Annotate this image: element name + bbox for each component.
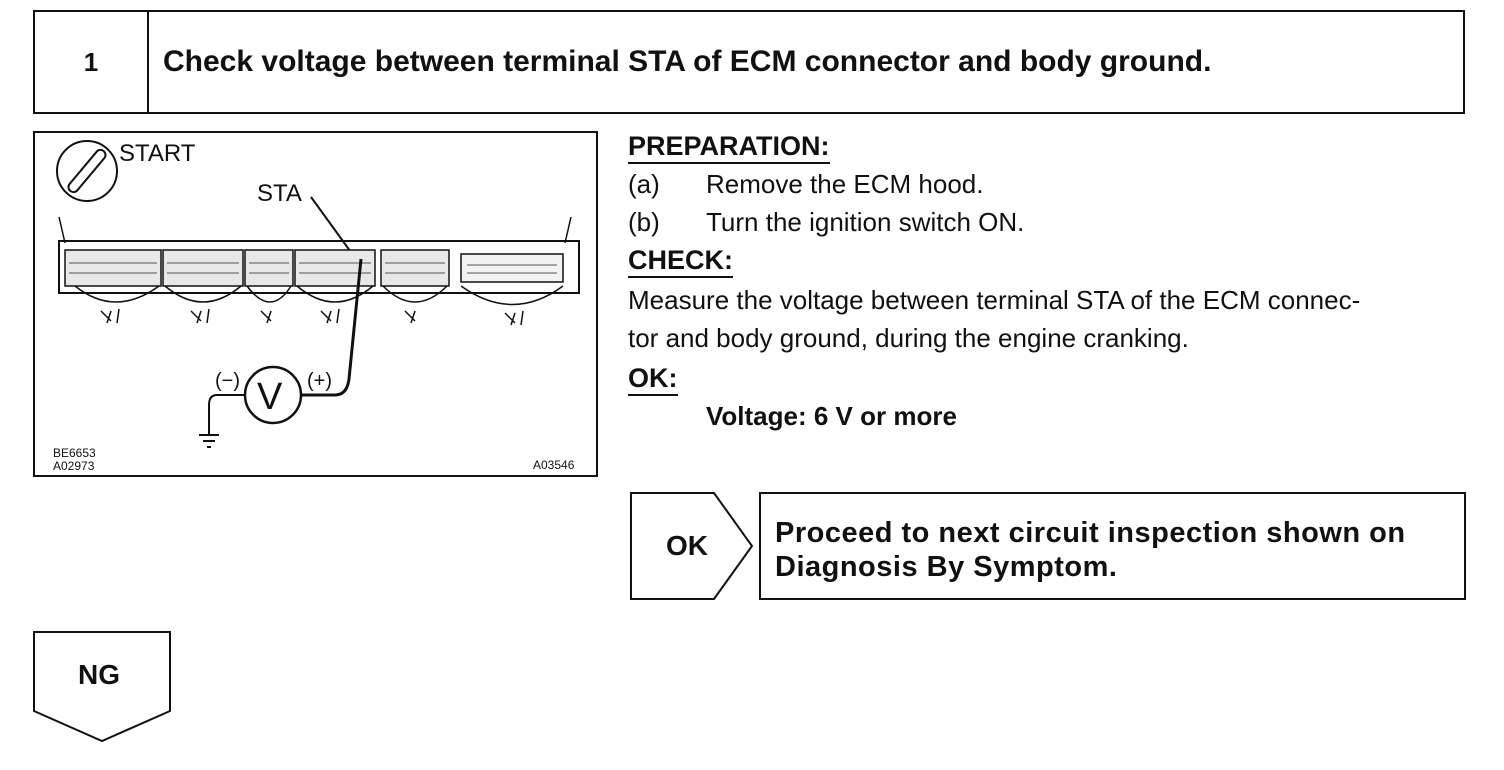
- preparation-step: (a)Remove the ECM hood.: [628, 169, 984, 199]
- positive-probe-label: (+): [307, 370, 332, 392]
- ecm-connector-diagram: START STA V (−) (+) BE6653 A02973: [33, 131, 598, 477]
- ok-spec: Voltage: 6 V or more: [706, 401, 957, 431]
- start-label: START: [119, 140, 196, 167]
- ok-result-box: Proceed to next circuit inspection shown…: [759, 492, 1466, 600]
- preparation-heading: PREPARATION:: [628, 130, 830, 164]
- ok-result-line-1: Proceed to next circuit inspection shown…: [775, 517, 1406, 549]
- ok-result-tag: OK: [630, 492, 754, 600]
- figure-code-1: BE6653: [53, 446, 96, 460]
- check-text-line-1: Measure the voltage between terminal STA…: [628, 285, 1361, 315]
- ecm-connector-icon: [58, 216, 580, 326]
- voltmeter-icon: V: [199, 258, 363, 448]
- ok-heading: OK:: [628, 362, 678, 396]
- ignition-key-icon: [56, 140, 118, 202]
- figure-code-3: A03546: [533, 458, 575, 472]
- step-number: 1: [35, 12, 149, 112]
- ng-result-tag: NG: [33, 631, 173, 743]
- negative-probe-label: (−): [215, 370, 240, 392]
- step-header: 1 Check voltage between terminal STA of …: [33, 10, 1465, 114]
- figure-code-2: A02973: [53, 459, 95, 473]
- ok-label: OK: [666, 530, 708, 561]
- ng-label: NG: [78, 659, 120, 690]
- check-heading: CHECK:: [628, 244, 733, 278]
- step-title: Check voltage between terminal STA of EC…: [163, 45, 1212, 78]
- sta-label: STA: [257, 180, 302, 207]
- preparation-step: (b)Turn the ignition switch ON.: [628, 207, 1025, 237]
- ok-result-line-2: Diagnosis By Symptom.: [775, 551, 1118, 583]
- svg-text:V: V: [257, 376, 283, 418]
- check-text-line-2: tor and body ground, during the engine c…: [628, 323, 1189, 353]
